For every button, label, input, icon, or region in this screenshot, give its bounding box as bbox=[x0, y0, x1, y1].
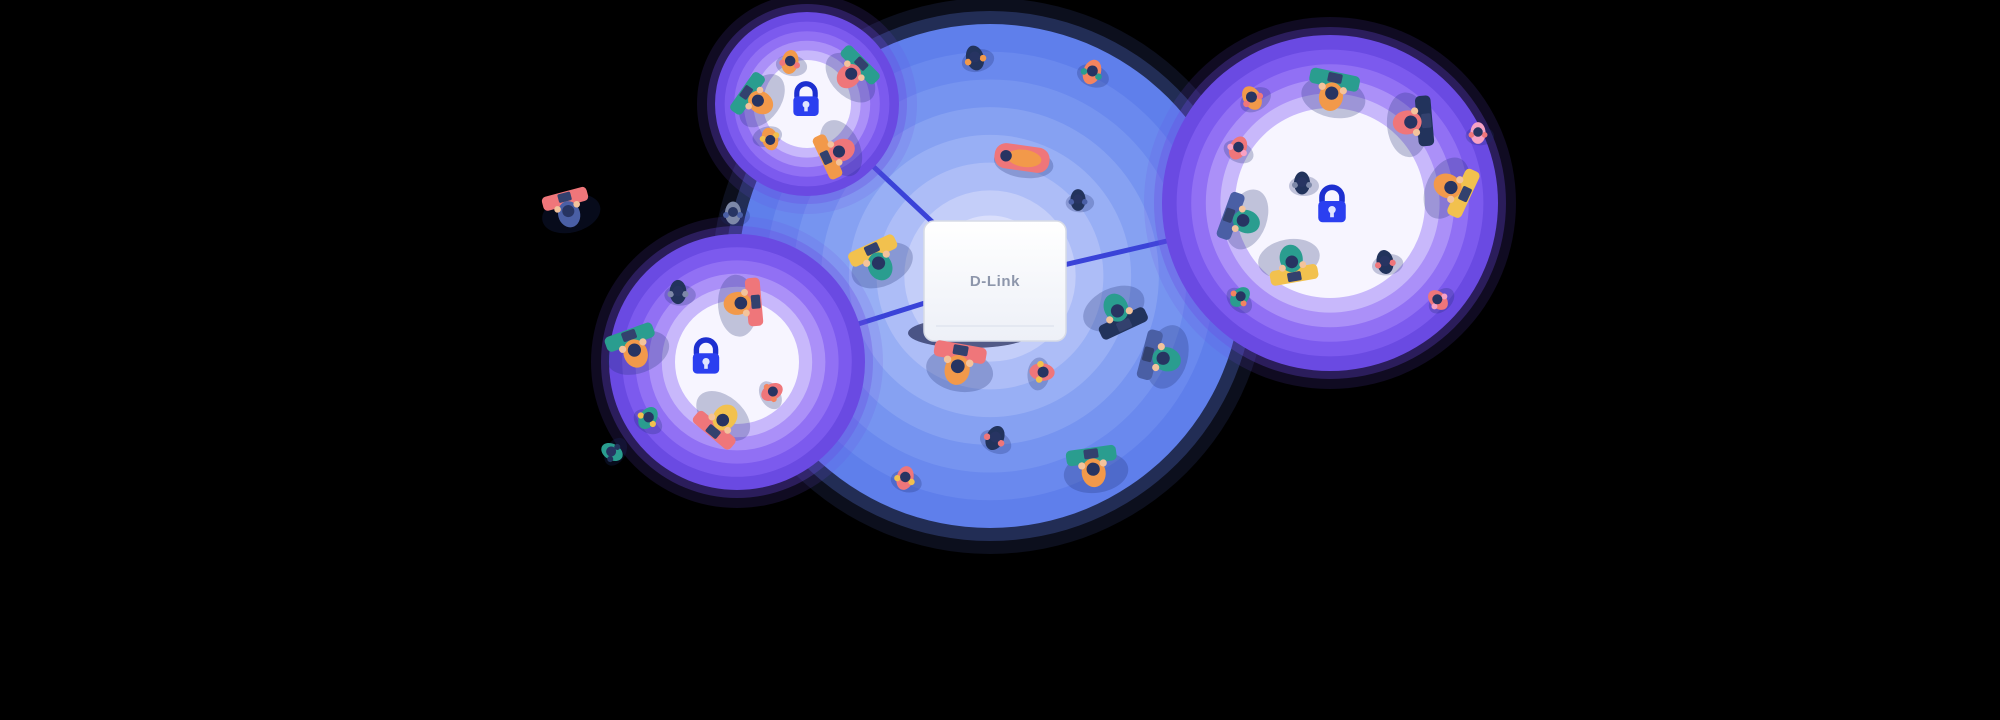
person-marker bbox=[692, 391, 751, 450]
person-marker bbox=[848, 234, 913, 289]
device-body bbox=[923, 220, 1067, 342]
person-marker bbox=[664, 279, 696, 306]
person-marker bbox=[717, 274, 764, 337]
person-marker bbox=[1258, 238, 1320, 286]
person-marker bbox=[1371, 250, 1404, 276]
person-marker bbox=[758, 381, 783, 410]
secure-lock-icon bbox=[692, 337, 720, 374]
secure-lock-icon bbox=[1318, 184, 1346, 223]
person-marker bbox=[961, 45, 995, 73]
person-marker bbox=[604, 322, 670, 375]
person-marker bbox=[633, 406, 663, 435]
person-marker bbox=[541, 186, 601, 234]
person-marker bbox=[812, 120, 863, 180]
person-marker bbox=[601, 437, 628, 466]
person-marker bbox=[1465, 122, 1495, 146]
person-marker bbox=[1076, 59, 1109, 88]
person-marker bbox=[1216, 189, 1269, 250]
person-marker bbox=[926, 340, 994, 393]
person-marker bbox=[1289, 171, 1319, 196]
person-marker bbox=[720, 201, 750, 226]
person-marker bbox=[825, 45, 880, 103]
person-marker bbox=[1065, 189, 1095, 213]
person-marker bbox=[1240, 86, 1271, 113]
person-marker bbox=[1423, 157, 1480, 219]
person-marker bbox=[775, 50, 808, 77]
person-marker bbox=[1428, 287, 1455, 314]
person-marker bbox=[1063, 444, 1129, 494]
person-marker bbox=[1301, 67, 1366, 119]
person-marker bbox=[1226, 287, 1253, 314]
person-marker bbox=[1386, 92, 1435, 158]
coverage-zone-left-zone bbox=[591, 216, 883, 508]
person-marker bbox=[752, 126, 783, 151]
person-marker bbox=[979, 425, 1012, 455]
person-marker bbox=[1223, 136, 1254, 164]
person-marker bbox=[1083, 285, 1148, 340]
person-marker bbox=[890, 466, 922, 493]
people-markers bbox=[541, 45, 1495, 494]
access-point-device bbox=[908, 220, 1067, 348]
person-marker bbox=[730, 72, 785, 128]
device-brand-label: D-Link bbox=[970, 273, 1020, 290]
person-marker bbox=[1136, 325, 1189, 389]
person-marker bbox=[993, 143, 1054, 179]
person-marker bbox=[1027, 357, 1055, 391]
secure-lock-icon bbox=[793, 81, 819, 116]
